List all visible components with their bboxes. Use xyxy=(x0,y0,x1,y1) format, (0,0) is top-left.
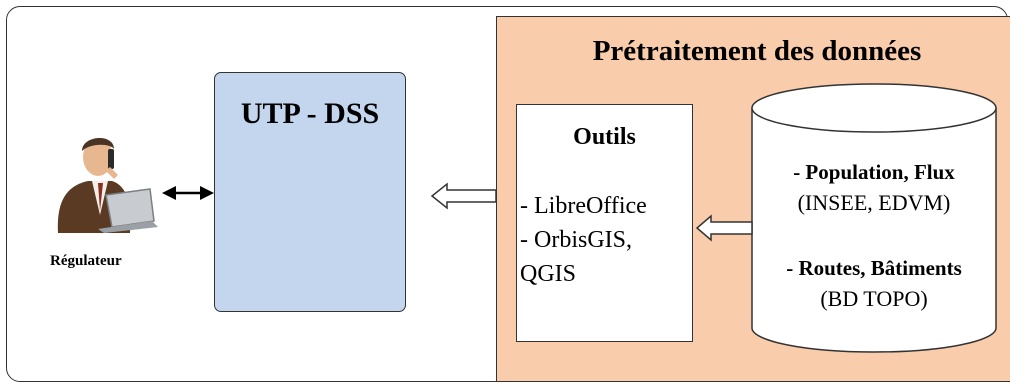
hollow-arrow-tools-to-dss xyxy=(430,182,497,210)
population-source: (INSEE, EDVM) xyxy=(797,190,951,215)
tool-libreoffice: - LibreOffice xyxy=(520,193,647,219)
database-cylinder xyxy=(751,83,997,353)
dss-title: UTP - DSS xyxy=(240,97,380,130)
population-label: - Population, Flux xyxy=(793,160,955,184)
dss-box: UTP - DSS xyxy=(214,72,406,312)
regulator-label: Régulateur xyxy=(50,253,122,269)
hollow-arrow-data-to-tools xyxy=(695,214,753,242)
bidirectional-arrow xyxy=(162,186,214,200)
tool-orbisgis: - OrbisGIS, xyxy=(520,227,632,253)
roads-label: - Routes, Bâtiments xyxy=(786,256,962,280)
tools-title: Outils xyxy=(573,124,636,150)
tools-box: Outils - LibreOffice - OrbisGIS, QGIS xyxy=(516,104,693,342)
tool-qgis: QGIS xyxy=(520,261,577,287)
roads-source: (BD TOPO) xyxy=(820,286,928,311)
preprocessing-title: Prétraitement des données xyxy=(592,35,922,67)
person-at-laptop-icon xyxy=(57,137,158,233)
